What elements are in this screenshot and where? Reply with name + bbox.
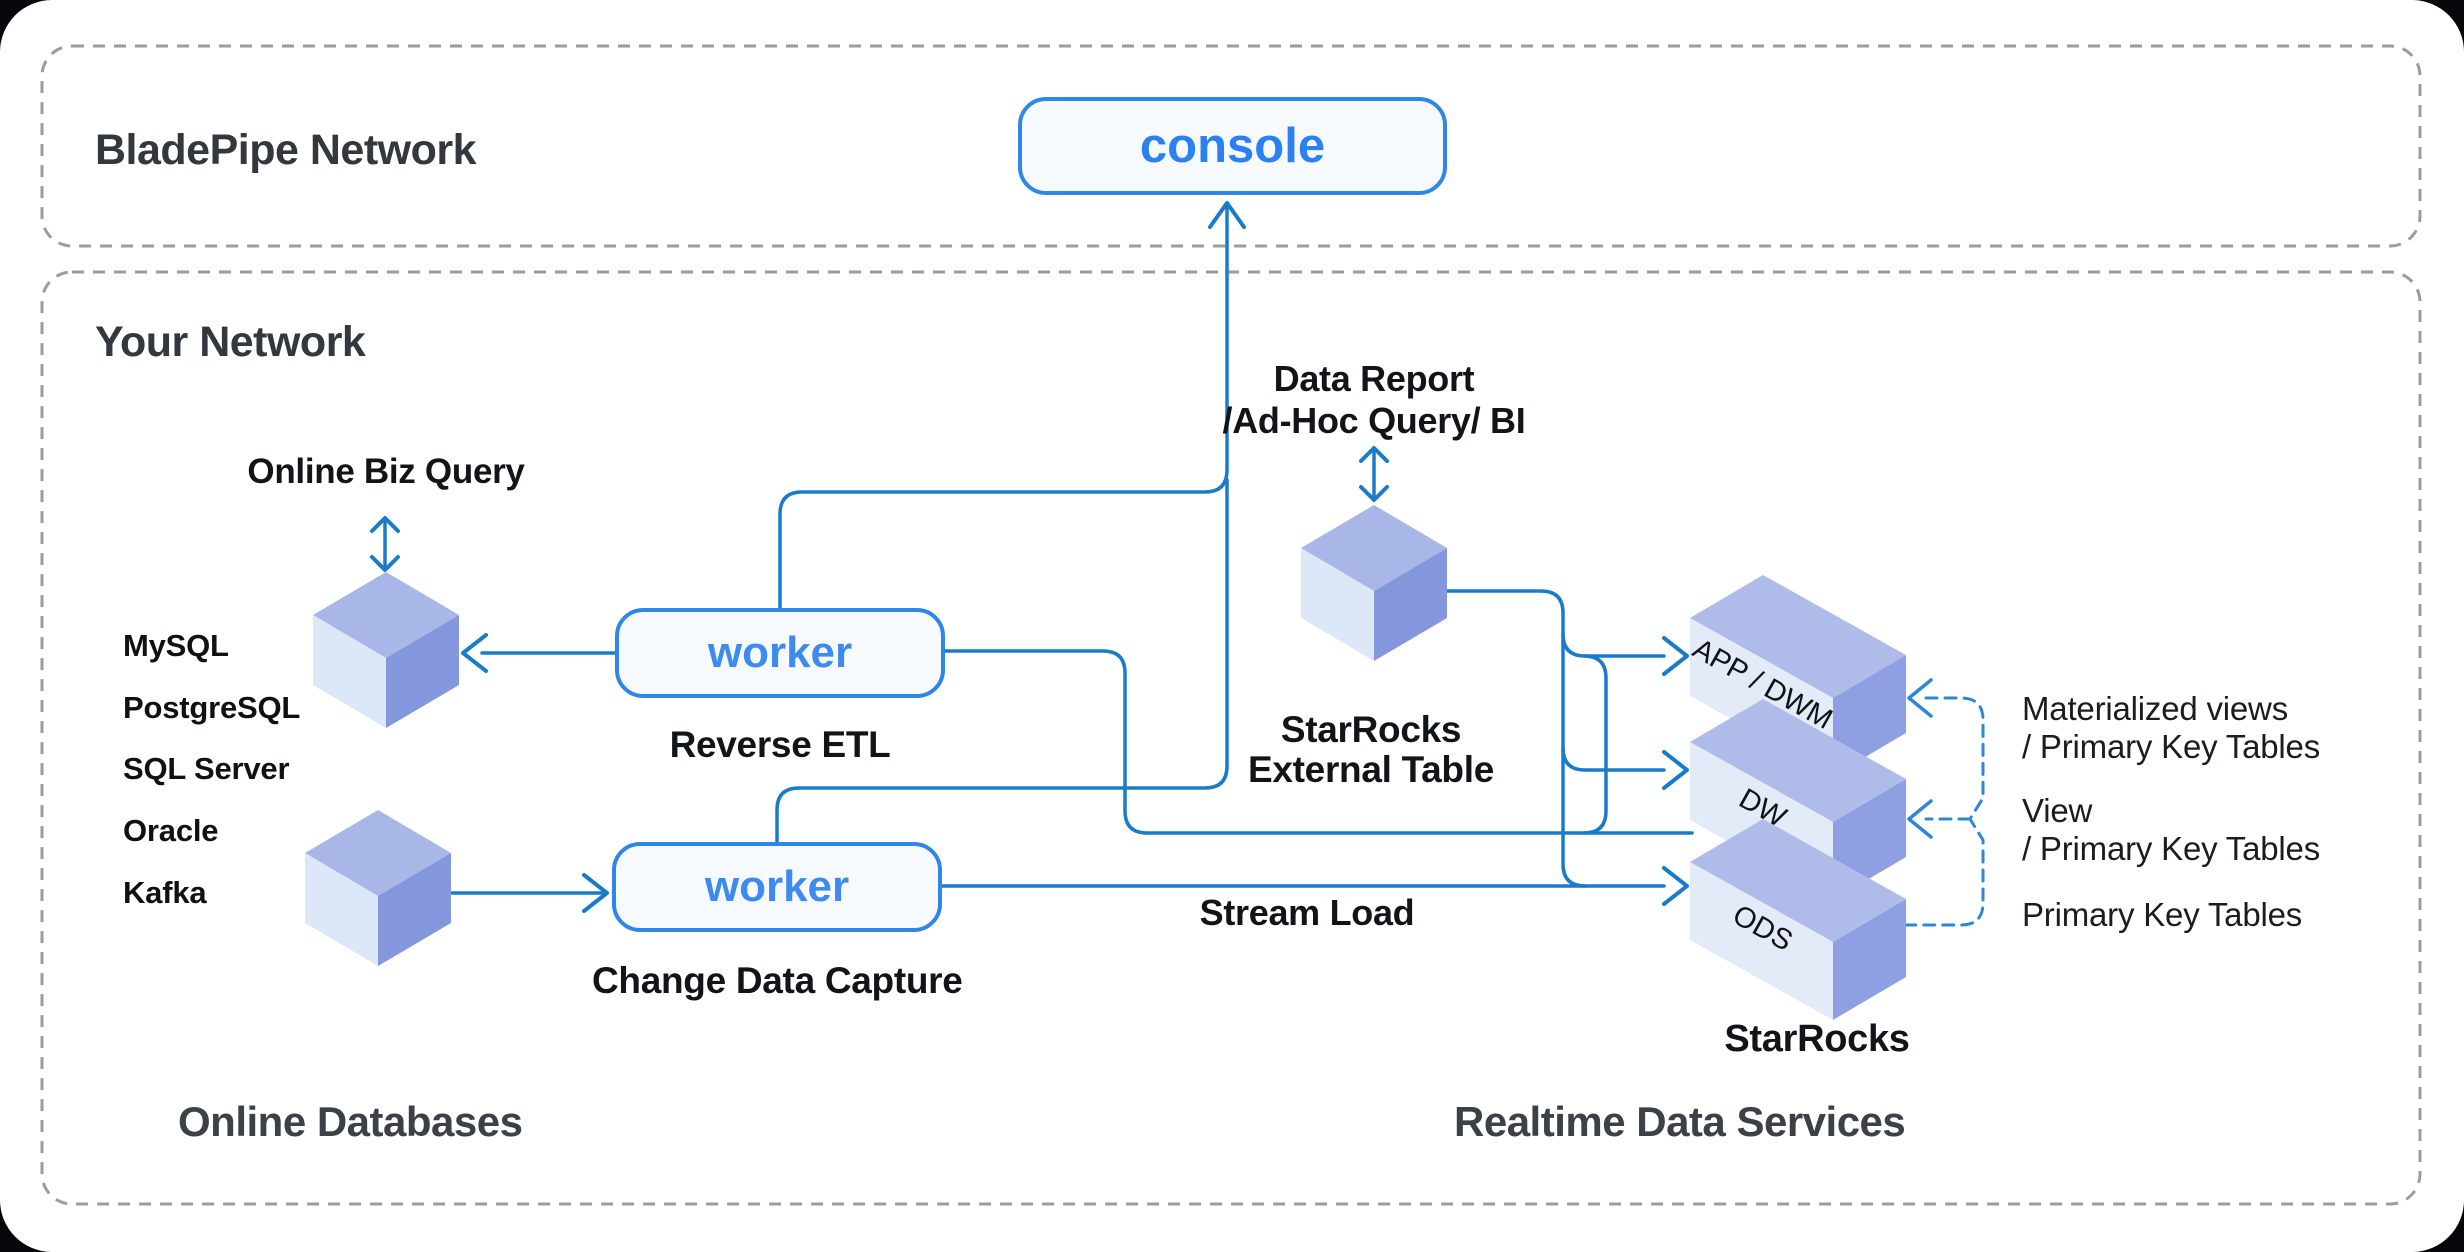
console-label: console [1139, 119, 1326, 173]
line-riser-appdwm [1582, 654, 1608, 835]
note-primary-key-tables: Primary Key Tables [2022, 896, 2302, 934]
worker-reverse-etl-node: worker [615, 608, 945, 698]
db-cube-online [313, 572, 459, 728]
data-report-label: Data Report /Ad-Hoc Query/ BI [1174, 358, 1574, 442]
external-table-line2: External Table [1248, 749, 1494, 790]
your-network-frame [40, 270, 2422, 1206]
arrowhead-into-appdwm [1662, 636, 1689, 676]
line-branch-dw [1561, 746, 1666, 772]
note-materialized-line2: / Primary Key Tables [2022, 728, 2320, 765]
db-label-oracle: Oracle [123, 813, 219, 848]
starrocks-layer-ods: ODS [1690, 819, 1906, 1020]
realtime-data-services-label: Realtime Data Services [1454, 1098, 1906, 1145]
console-node: console [1018, 97, 1447, 195]
db-label-sqlserver: SQL Server [123, 751, 290, 786]
arrowhead-into-ods [1662, 866, 1689, 906]
dashed-bracket [1900, 696, 1985, 927]
db-label-mysql: MySQL [123, 628, 229, 663]
note-materialized-line1: Materialized views [2022, 690, 2288, 727]
worker-reverse-etl-label: worker [707, 628, 853, 677]
arrowhead-dashed-appdwm [1907, 678, 1933, 718]
line-worker1-to-stack [943, 649, 1694, 835]
external-table-label: StarRocks External Table [1171, 710, 1571, 790]
line-branch-appdwm [1561, 632, 1666, 658]
cdc-caption: Change Data Capture [592, 960, 963, 1001]
db-cube-kafka [305, 810, 451, 966]
bladepipe-network-frame [40, 44, 2422, 248]
arrowhead-biz-up [370, 516, 400, 533]
stream-load-label: Stream Load [1199, 892, 1415, 933]
note-primary-line1: Primary Key Tables [2022, 896, 2303, 933]
starrocks-label: StarRocks [1724, 1018, 1910, 1060]
online-biz-query-label: Online Biz Query [247, 452, 525, 491]
bladepipe-network-label: BladePipe Network [95, 126, 477, 174]
data-report-line1: Data Report [1273, 358, 1475, 399]
worker-cdc-label: worker [704, 862, 850, 911]
line-worker1-to-console [778, 205, 1229, 610]
arrowhead-report-down [1359, 485, 1389, 502]
online-databases-label: Online Databases [178, 1098, 523, 1145]
line-external-table-trunk [1444, 589, 1587, 888]
arrowhead-biz-down [370, 555, 400, 572]
your-network-label: Your Network [95, 318, 366, 366]
db-label-kafka: Kafka [123, 875, 207, 910]
note-view-line2: / Primary Key Tables [2022, 830, 2320, 867]
arrowhead-into-worker2 [582, 873, 609, 913]
note-view: View / Primary Key Tables [2022, 792, 2320, 868]
arrowhead-dashed-dw [1907, 799, 1933, 839]
reverse-etl-caption: Reverse ETL [669, 724, 891, 765]
data-report-line2: /Ad-Hoc Query/ BI [1222, 400, 1526, 441]
arrowhead-report-up [1359, 446, 1389, 463]
arrowhead-into-db-cube [461, 633, 488, 673]
external-table-line1: StarRocks [1280, 709, 1462, 750]
external-table-cube [1301, 505, 1447, 661]
note-materialized-views: Materialized views / Primary Key Tables [2022, 690, 2320, 766]
db-label-postgresql: PostgreSQL [123, 690, 301, 725]
arrowhead-into-dw [1662, 750, 1689, 790]
arrowhead-into-console [1208, 201, 1246, 229]
line-worker2-to-console [775, 478, 1229, 844]
note-view-line1: View [2022, 792, 2093, 829]
worker-cdc-node: worker [612, 842, 942, 932]
